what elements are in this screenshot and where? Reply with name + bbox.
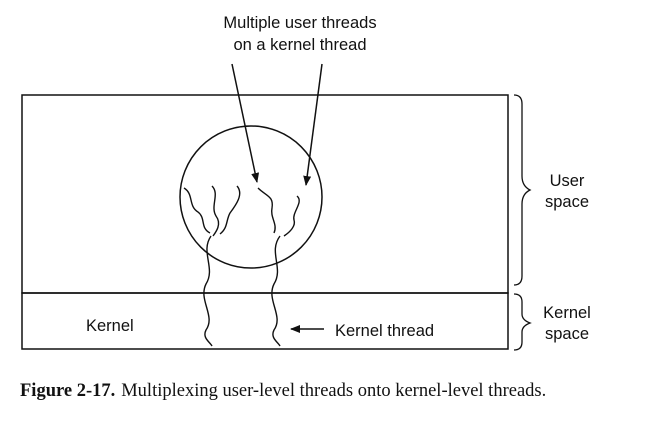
caption-label: Figure 2-17.: [20, 381, 116, 401]
top-label-line-1: Multiple user threads: [223, 14, 376, 32]
kernel-box: [21, 292, 509, 350]
user-thread-squiggle-1: [183, 187, 211, 234]
user-thread-squiggle-5: [283, 195, 300, 237]
user-space-label-line-2: space: [545, 193, 589, 211]
top-label-line-2: on a kernel thread: [233, 36, 366, 54]
user-threads: [183, 185, 300, 237]
user-space-label-line-1: User: [550, 172, 585, 190]
kernel-space-label-line-1: Kernel: [543, 304, 591, 322]
user-space-brace: [513, 94, 532, 286]
kernel-thread-label: Kernel thread: [335, 322, 434, 340]
figure-caption: Figure 2-17.Multiplexing user-level thre…: [20, 381, 630, 402]
kernel-threads: [203, 235, 281, 347]
kernel-space-label-line-2: space: [545, 325, 589, 343]
process-circle: [179, 125, 323, 269]
arrow-to-user-thread-2: [303, 63, 323, 186]
arrow-to-user-thread-1: [231, 63, 260, 183]
kernel-thread-line-1: [203, 235, 213, 347]
user-thread-squiggle-4: [257, 187, 276, 234]
user-thread-squiggle-2: [211, 185, 220, 237]
user-thread-squiggle-3: [219, 185, 241, 235]
kernel-space-brace: [513, 293, 532, 351]
caption-text: Multiplexing user-level threads onto ker…: [121, 381, 547, 401]
kernel-thread-line-2: [271, 235, 281, 347]
kernel-label: Kernel: [86, 317, 134, 335]
